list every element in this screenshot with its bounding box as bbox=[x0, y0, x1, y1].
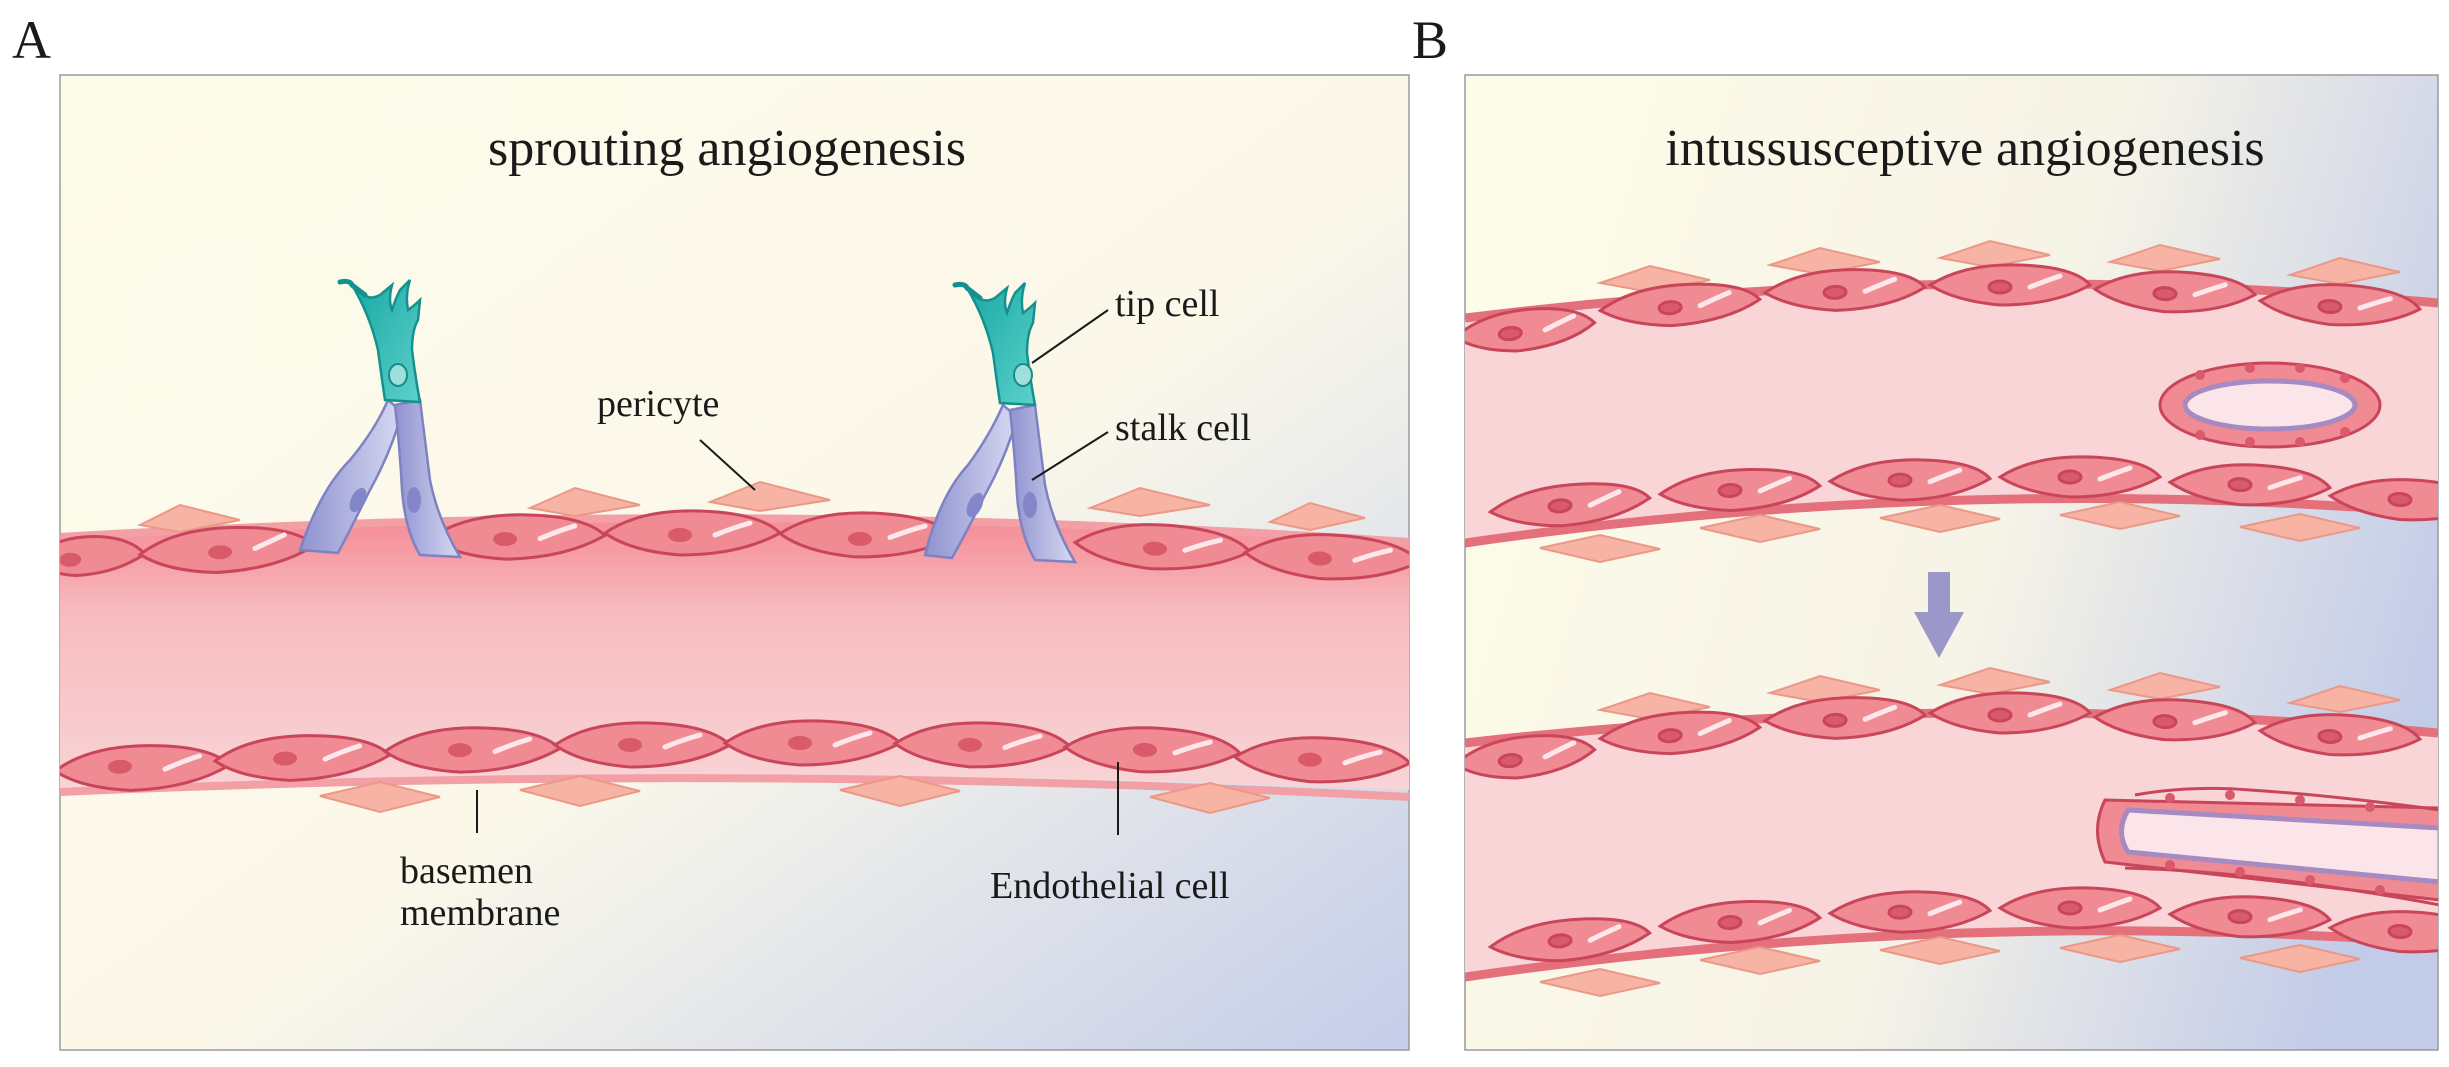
panel-a: sprouting angiogenesis pericyte tip cell… bbox=[59, 74, 1410, 1051]
intraluminal-pillar bbox=[2158, 361, 2382, 449]
panel-b-letter: B bbox=[1412, 10, 1448, 70]
tip-cell-leader bbox=[1031, 309, 1109, 364]
endothelial-cells-bottom-a bbox=[60, 719, 1409, 792]
panel-a-title: sprouting angiogenesis bbox=[488, 120, 966, 177]
panel-a-letter: A bbox=[12, 10, 51, 70]
sprout-left bbox=[298, 278, 463, 559]
pericyte-leader bbox=[699, 439, 756, 491]
panel-b: intussusceptive angiogenesis bbox=[1464, 74, 2439, 1051]
vessel-upper-b bbox=[1465, 239, 2438, 564]
endothelial-cells-top-a bbox=[60, 509, 1409, 581]
pericyte-label: pericyte bbox=[597, 383, 719, 425]
basement-membrane-label-line2: membrane bbox=[400, 892, 560, 934]
split-vessel-segment bbox=[2096, 786, 2438, 907]
pericytes-bottom-a bbox=[319, 774, 1271, 815]
panel-b-title: intussusceptive angiogenesis bbox=[1665, 120, 2264, 177]
stalk-cell-label: stalk cell bbox=[1115, 407, 1251, 449]
basement-membrane-label-line1: basemen bbox=[400, 850, 533, 892]
tip-cell-label: tip cell bbox=[1115, 283, 1219, 325]
transition-arrow bbox=[1914, 572, 1964, 658]
sprout-right bbox=[923, 281, 1078, 564]
vessel-lumen-a bbox=[60, 521, 1409, 790]
pericytes-top-a bbox=[136, 480, 1366, 534]
endothelial-cell-label: Endothelial cell bbox=[990, 865, 1230, 907]
stalk-cell-leader bbox=[1031, 431, 1109, 481]
vessel-lower-b bbox=[1465, 666, 2438, 998]
